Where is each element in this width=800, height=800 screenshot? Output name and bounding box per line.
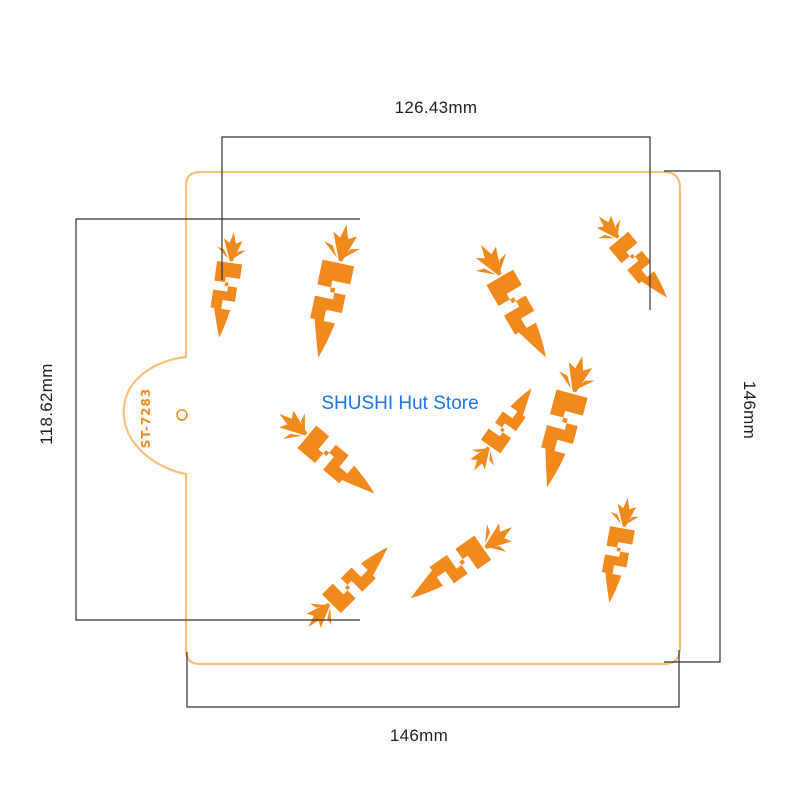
carrot-icon <box>204 230 249 340</box>
dimension-lines <box>75 136 721 708</box>
carrot-icon <box>297 536 399 638</box>
stencil-outline <box>122 170 682 666</box>
watermark-text: SHUSHI Hut Store <box>321 393 478 414</box>
carrot-pattern <box>204 207 679 638</box>
carrot-icon <box>268 401 386 507</box>
dimension-top-label: 126.43mm <box>395 98 478 117</box>
carrot-icon <box>529 351 600 492</box>
stencil-code: ST-7283 <box>139 388 153 448</box>
carrot-icon <box>465 236 562 367</box>
carrot-icon <box>595 495 642 606</box>
carrot-icon <box>400 513 522 613</box>
dimension-left-label: 118.62mm <box>37 363 56 444</box>
carrot-icon <box>300 220 365 362</box>
hanging-hole-icon <box>176 409 188 421</box>
dimension-right-label: 146mm <box>740 381 759 439</box>
dimension-bottom-label: 146mm <box>390 726 448 745</box>
carrot-icon <box>587 207 679 308</box>
